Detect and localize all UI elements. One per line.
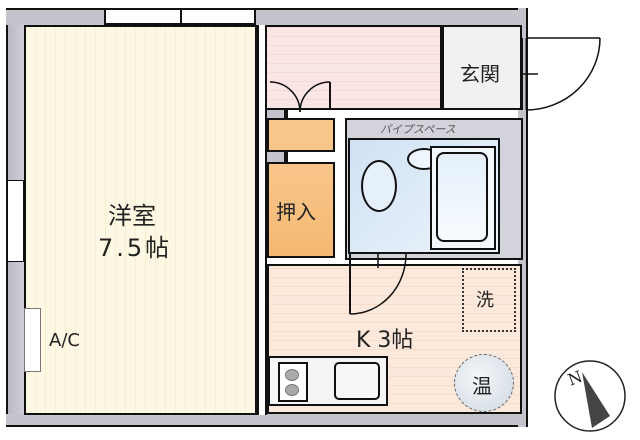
- toilet-icon: [361, 160, 397, 212]
- entrance: [442, 25, 522, 110]
- north-compass-icon: N: [554, 360, 626, 432]
- air-conditioner-label: A/C: [49, 330, 80, 351]
- washer-space: [462, 268, 516, 332]
- entrance-label: 玄関: [460, 62, 500, 86]
- kitchen-sink: [334, 362, 380, 400]
- washer-label: 洗: [476, 290, 494, 311]
- air-conditioner-unit: [24, 308, 41, 372]
- bathtub-inner: [436, 152, 488, 242]
- western-room-name-text: 洋室: [108, 202, 156, 230]
- bottom-wall: [6, 414, 526, 427]
- western-room-floor-2: [24, 190, 257, 415]
- svg-text:N: N: [565, 367, 585, 390]
- top-window-divider-2: [180, 8, 182, 30]
- entrance-door-icon[interactable]: [520, 34, 604, 114]
- left-window-2: [7, 180, 24, 262]
- closet: [267, 162, 335, 258]
- pipe-space-label: パイプスペース: [380, 123, 456, 136]
- western-room-floor: [24, 25, 257, 196]
- upper-closet: [267, 118, 335, 152]
- water-heater: [454, 354, 514, 412]
- stove: [278, 362, 308, 402]
- western-room-size-text: 7.5帖: [98, 234, 173, 262]
- double-door-icon: [269, 81, 331, 113]
- closet-label: 押入: [276, 200, 316, 224]
- water-heater-label: 温: [472, 374, 492, 398]
- partition-wall: [257, 25, 267, 415]
- right-wall: [518, 8, 528, 427]
- stove-burner-icon: [285, 369, 299, 381]
- kitchen-label: K 3帖: [356, 328, 414, 353]
- top-wall: [6, 8, 526, 25]
- stove-burner-icon: [285, 384, 299, 396]
- bathroom-door-icon[interactable]: [348, 254, 412, 318]
